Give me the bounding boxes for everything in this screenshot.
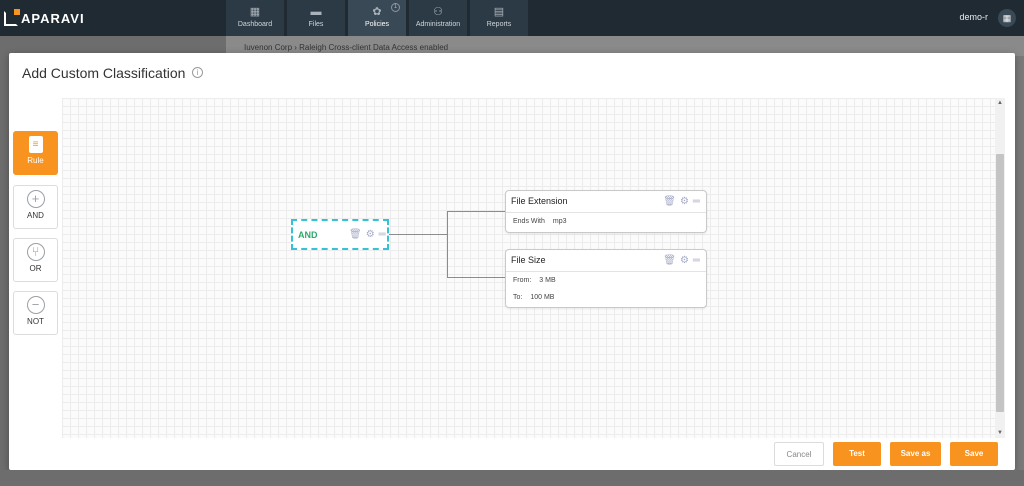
- palette-and[interactable]: + AND: [13, 185, 58, 229]
- condition-body: From: 3 MB To: 100 MB: [506, 272, 706, 311]
- condition-row: From: 3 MB: [513, 277, 706, 294]
- folder-icon: ▬: [310, 6, 322, 18]
- test-button[interactable]: Test: [833, 442, 881, 466]
- connector-line: [447, 277, 505, 278]
- condition-key: From:: [513, 277, 532, 284]
- clipboard-icon: ≡: [28, 136, 43, 153]
- condition-title: File Extension: [511, 196, 568, 206]
- condition-value: 100 MB: [530, 294, 555, 301]
- save-button[interactable]: Save: [950, 442, 998, 466]
- palette-not[interactable]: − NOT: [13, 291, 58, 335]
- and-node[interactable]: AND 🗑 ⚙ ═: [291, 219, 389, 250]
- condition-node-file-extension[interactable]: File Extension 🗑 ⚙ ═ Ends With mp3: [505, 190, 707, 233]
- trash-icon[interactable]: 🗑: [663, 196, 676, 207]
- condition-value: 3 MB: [539, 277, 556, 284]
- background-breadcrumb: Iuvenon Corp › Raleigh Cross-client Data…: [226, 36, 1024, 56]
- condition-key: Ends With: [513, 218, 545, 225]
- cancel-button[interactable]: Cancel: [774, 442, 824, 466]
- report-icon: ▤: [493, 6, 505, 18]
- nav-label: Files: [308, 21, 324, 28]
- condition-key: To:: [513, 294, 523, 301]
- drag-handle-icon[interactable]: ═: [378, 229, 386, 240]
- info-icon[interactable]: i: [192, 67, 203, 78]
- scroll-down-icon[interactable]: ▼: [997, 430, 1003, 436]
- vertical-scrollbar[interactable]: ▲ ▼: [995, 98, 1005, 438]
- connector-line: [447, 211, 505, 212]
- condition-value: mp3: [552, 218, 567, 225]
- add-custom-classification-dialog: Add Custom Classification i ≡ Rule + AND…: [9, 53, 1015, 470]
- dialog-title: Add Custom Classification: [22, 65, 186, 81]
- palette-label: AND: [27, 211, 44, 220]
- rule-canvas[interactable]: AND 🗑 ⚙ ═ File Extension 🗑 ⚙ ═ Ends With…: [62, 98, 1005, 438]
- brand-logo[interactable]: APARAVI: [4, 8, 85, 28]
- node-toolbar: 🗑 ⚙ ═: [349, 230, 386, 240]
- node-toolbar: 🗑 ⚙ ═: [663, 256, 700, 266]
- drag-handle-icon[interactable]: ═: [692, 196, 700, 207]
- condition-row: To: 100 MB: [513, 294, 706, 311]
- plus-circle-icon: +: [26, 190, 45, 208]
- connector-line: [447, 211, 448, 277]
- nav-files[interactable]: ▬ Files: [287, 0, 345, 36]
- nav-label: Reports: [486, 21, 512, 28]
- palette-label: NOT: [27, 317, 44, 326]
- nav-reports[interactable]: ▤ Reports: [470, 0, 528, 36]
- split-arrows-icon: ⑂: [26, 243, 45, 261]
- and-node-label: AND: [298, 230, 318, 240]
- top-navigation-bar: APARAVI ▦ Dashboard ▬ Files ✿ Policies 1…: [0, 0, 1024, 36]
- palette-or[interactable]: ⑂ OR: [13, 238, 58, 282]
- palette-label: OR: [29, 264, 42, 273]
- notification-badge: 1: [391, 3, 400, 12]
- palette-label: Rule: [27, 156, 44, 165]
- node-toolbar: 🗑 ⚙ ═: [663, 197, 700, 207]
- condition-node-file-size[interactable]: File Size 🗑 ⚙ ═ From: 3 MB To: 100 MB: [505, 249, 707, 308]
- nav-label: Administration: [415, 21, 461, 28]
- trash-icon[interactable]: 🗑: [663, 255, 676, 266]
- apps-grid-icon[interactable]: ▦: [998, 9, 1016, 27]
- save-as-button[interactable]: Save as: [890, 442, 941, 466]
- palette-rule[interactable]: ≡ Rule: [13, 131, 58, 175]
- condition-header: File Extension 🗑 ⚙ ═: [506, 191, 706, 213]
- trash-icon[interactable]: 🗑: [349, 229, 362, 240]
- brand-name: APARAVI: [21, 10, 85, 26]
- scrollbar-thumb[interactable]: [996, 154, 1004, 412]
- nav-dashboard[interactable]: ▦ Dashboard: [226, 0, 284, 36]
- scroll-up-icon[interactable]: ▲: [997, 100, 1003, 106]
- gear-icon: ✿: [372, 6, 382, 18]
- nav-label: Dashboard: [237, 21, 273, 28]
- dashboard-icon: ▦: [249, 6, 261, 18]
- nav-label: Policies: [364, 21, 390, 28]
- condition-body: Ends With mp3: [506, 213, 706, 235]
- nav-policies[interactable]: ✿ Policies 1: [348, 0, 406, 36]
- condition-header: File Size 🗑 ⚙ ═: [506, 250, 706, 272]
- user-name[interactable]: demo-r: [959, 12, 988, 22]
- nav-administration[interactable]: ⚇ Administration: [409, 0, 467, 36]
- gear-icon[interactable]: ⚙: [679, 255, 689, 266]
- connector-line: [389, 234, 447, 235]
- minus-circle-icon: −: [26, 296, 45, 314]
- gear-icon[interactable]: ⚙: [365, 229, 375, 240]
- drag-handle-icon[interactable]: ═: [692, 255, 700, 266]
- gear-icon[interactable]: ⚙: [679, 196, 689, 207]
- background-footer: [0, 470, 1024, 486]
- condition-row: Ends With mp3: [513, 218, 706, 235]
- logo-icon: [4, 8, 20, 26]
- condition-title: File Size: [511, 255, 546, 265]
- users-icon: ⚇: [433, 6, 443, 18]
